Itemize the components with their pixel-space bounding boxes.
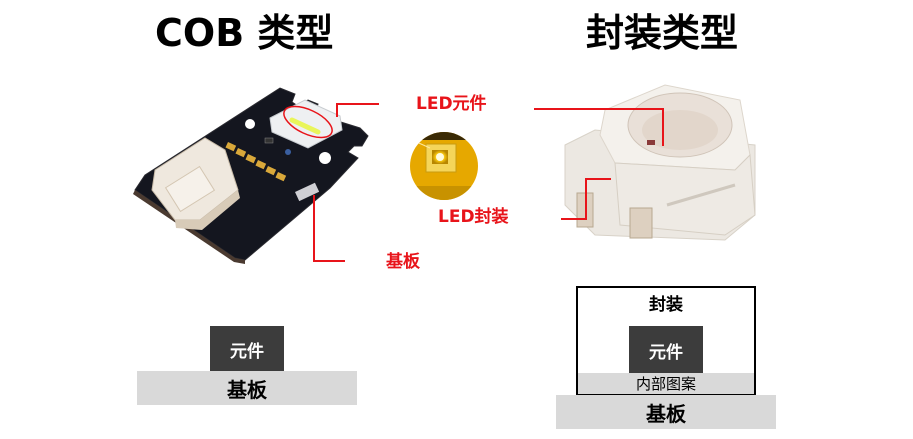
package-component-block: 元件	[629, 326, 703, 374]
internal-pattern-label: 内部图案	[635, 375, 696, 393]
cob-type-title: COB 类型	[155, 11, 334, 55]
package-component-label: 元件	[649, 342, 683, 363]
substrate-label: 基板	[386, 252, 420, 272]
led-package-callout-line-bottom	[561, 218, 587, 220]
cob-board-image	[133, 87, 369, 264]
substrate-callout-line-h	[313, 260, 345, 262]
cob-substrate-label: 基板	[227, 377, 267, 402]
cob-component-block: 元件	[210, 326, 284, 372]
led-component-callout-line-pkg-v	[662, 108, 664, 146]
package-type-title: 封装类型	[586, 11, 739, 55]
led-component-callout-line-cob	[336, 103, 379, 105]
led-package-label: LED封装	[438, 207, 509, 227]
cob-substrate-block: 基板	[137, 371, 357, 405]
cob-component-label: 元件	[230, 341, 264, 362]
led-package-callout-line-v	[585, 178, 587, 219]
package-label: 封装	[649, 295, 683, 315]
led-component-callout-line-cob-v	[336, 103, 338, 117]
internal-pattern-block: 内部图案	[578, 373, 754, 394]
led-component-label: LED元件	[416, 94, 487, 114]
led-component-callout-line-pkg-h	[534, 108, 664, 110]
led-package-callout-line-top	[585, 178, 611, 180]
substrate-callout-line-v	[313, 195, 315, 261]
led-closeup-image	[410, 132, 478, 200]
package-substrate-label: 基板	[646, 401, 686, 426]
package-substrate-block: 基板	[556, 395, 776, 429]
package-led-image	[564, 84, 756, 241]
